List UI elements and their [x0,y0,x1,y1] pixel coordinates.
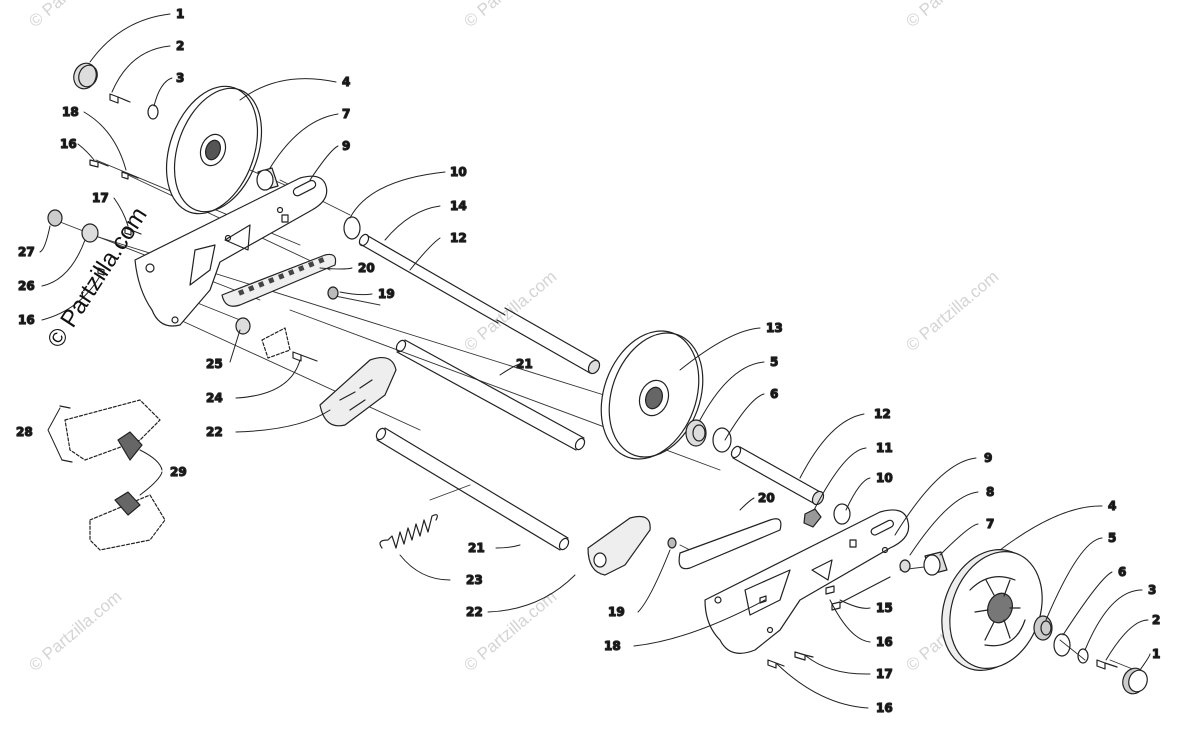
callout-25: 25 [206,357,223,371]
clip-right [1053,633,1071,657]
callout-19: 19 [608,605,625,619]
callout-21: 21 [516,357,533,371]
callout-10: 10 [450,165,467,179]
callout-29: 29 [170,465,187,479]
cap-right [1122,667,1148,695]
callout-3: 3 [176,71,184,85]
callout-12: 12 [450,231,467,245]
watermark-faint: © Partzilla.com [902,267,1002,355]
callout-10: 10 [876,471,893,485]
block-11 [803,508,822,528]
leader-lines [39,13,1151,709]
callout-13: 13 [766,321,783,335]
wear-strip-left [221,253,337,307]
side-plate-right [704,509,910,654]
wear-strip-right [678,518,782,570]
shaft-21-mid [395,339,586,451]
callout-16: 16 [876,701,893,715]
callout-16: 16 [18,313,35,327]
callout-12: 12 [874,407,891,421]
bearing-center [685,419,707,447]
bearing-right [1033,615,1053,641]
spacer-left [256,167,279,191]
bolt-16-lower [767,659,785,669]
rocker-arm-right [587,515,651,576]
bolt-16-right [825,585,835,595]
callout-16: 16 [876,635,893,649]
watermark-faint: © Partzilla.com [460,0,560,31]
callout-6: 6 [770,387,778,401]
callout-1: 1 [176,7,184,21]
callout-15: 15 [876,601,893,615]
shaft-21-lower [375,427,570,551]
callout-11: 11 [876,441,893,455]
bolt-15 [831,576,891,611]
callout-2: 2 [1152,613,1160,627]
callout-2: 2 [176,39,184,53]
cap-left [73,62,98,90]
callout-6: 6 [1118,565,1126,579]
callout-22: 22 [466,605,483,619]
shaft-12-lower [730,445,825,506]
spacer-right [923,551,948,576]
callout-3: 3 [1148,583,1156,597]
callout-1: 1 [1152,647,1160,661]
clip-center [712,427,732,453]
washer-10-upper [343,216,361,240]
callout-24: 24 [206,391,223,405]
bolt-18-right [759,595,767,604]
callout-labels: 1 2 3 4 7 9 18 16 17 10 14 12 27 26 20 1… [15,6,1161,715]
callout-27: 27 [18,245,35,259]
watermark-faint: © Partzilla.com [25,0,125,31]
callout-23: 23 [466,573,483,587]
callout-17: 17 [876,667,893,681]
callout-5: 5 [770,355,778,369]
washer-10-lower [833,503,851,525]
nut-19-lower [667,537,677,549]
callout-9: 9 [342,139,350,153]
idler-wheel-left [165,85,263,215]
wheel-right-spoked [941,549,1043,671]
watermark-faint: © Partzilla.com [25,587,125,675]
rocker-arm-left [319,357,397,427]
callout-4: 4 [1108,499,1116,513]
idler-wheel-center [600,330,704,460]
callout-14: 14 [450,199,467,213]
callout-22: 22 [206,425,223,439]
callout-17: 17 [92,191,109,205]
callout-20: 20 [758,491,775,505]
spring-23 [379,514,438,549]
callout-18: 18 [604,639,621,653]
callout-7: 7 [342,107,350,121]
nut-8 [899,559,911,573]
washer-left [147,104,159,120]
callout-5: 5 [1108,531,1116,545]
callout-20: 20 [358,261,375,275]
callout-4: 4 [342,75,350,89]
callout-7: 7 [986,517,994,531]
bolt-left [109,93,131,104]
callout-8: 8 [986,485,994,499]
watermark-faint: © Partzilla.com [902,0,1002,31]
bolt-17-right [794,651,814,661]
shaft-14 [358,233,506,324]
callout-18: 18 [62,105,79,119]
shaft-12-upper [496,307,601,375]
callout-21: 21 [468,541,485,555]
callout-19: 19 [378,287,395,301]
bolt-right [1096,659,1118,670]
inset-detail [59,399,166,551]
callout-28: 28 [16,425,33,439]
watermark-faint: © Partzilla.com [460,587,560,675]
washer-right [1077,648,1089,664]
callout-16: 16 [60,137,77,151]
callout-26: 26 [18,279,35,293]
faint-watermarks: © Partzilla.com © Partzilla.com © Partzi… [25,0,1002,675]
ghost-part [261,327,291,359]
small-fasteners-left [47,159,339,362]
side-plate-left [134,175,328,327]
callout-9: 9 [984,451,992,465]
